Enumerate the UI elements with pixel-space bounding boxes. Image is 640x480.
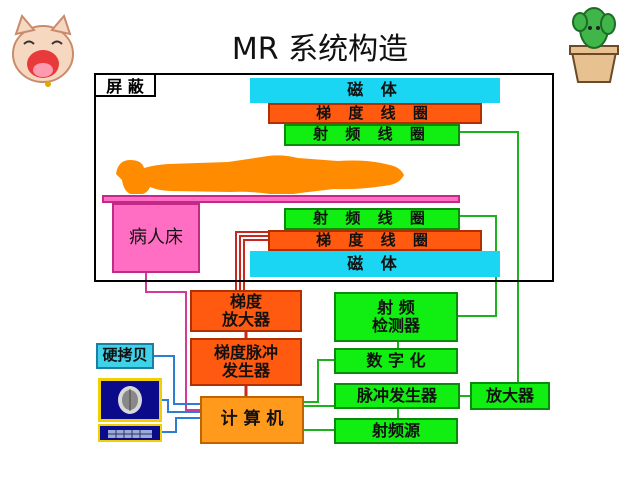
gradient-coil-bottom: 梯 度 线 圈	[268, 230, 482, 251]
computer: 计 算 机	[200, 396, 304, 444]
wire-gradient-3	[243, 239, 268, 290]
rf-source: 射频源	[334, 418, 458, 444]
patient-body-icon	[116, 155, 404, 194]
shield-label: 屏 蔽	[94, 73, 156, 97]
rf-detector: 射 频 检测器	[334, 292, 458, 342]
rf-coil-bottom: 射 频 线 圈	[284, 208, 460, 230]
magnet-bottom: 磁 体	[250, 251, 500, 277]
wire-hardcopy-computer	[154, 355, 200, 405]
cactus-mascot-icon	[569, 7, 619, 83]
wire-rf-top	[460, 131, 519, 384]
wire-monitor-computer	[160, 399, 200, 413]
wire-bed-computer	[145, 272, 200, 411]
wire-digitizer-computer	[304, 359, 334, 403]
rf-coil-top: 射 频 线 圈	[284, 124, 460, 146]
cat-mascot-icon	[12, 14, 74, 87]
wire-keyboard-computer	[162, 417, 200, 433]
brain-scan-icon	[118, 386, 142, 414]
page-title: MR 系统构造	[231, 32, 409, 67]
wire-gradient-1	[235, 231, 268, 290]
monitor-icon	[98, 378, 162, 422]
shield-room	[94, 73, 554, 282]
wire-gradient-2	[239, 235, 268, 290]
patient-bed-rail	[102, 195, 460, 203]
amplifier: 放大器	[470, 382, 550, 410]
magnet-top: 磁 体	[250, 78, 500, 103]
pulse-generator: 脉冲发生器	[334, 383, 460, 409]
gradient-pulse-generator: 梯度脉冲 发生器	[190, 338, 302, 386]
gradient-coil-top: 梯 度 线 圈	[268, 103, 482, 124]
keyboard-icon	[98, 424, 162, 442]
gradient-amplifier: 梯度 放大器	[190, 290, 302, 332]
digitizer: 数 字 化	[334, 348, 458, 374]
patient-bed: 病人床	[112, 203, 200, 273]
hard-copy: 硬拷贝	[96, 343, 154, 369]
